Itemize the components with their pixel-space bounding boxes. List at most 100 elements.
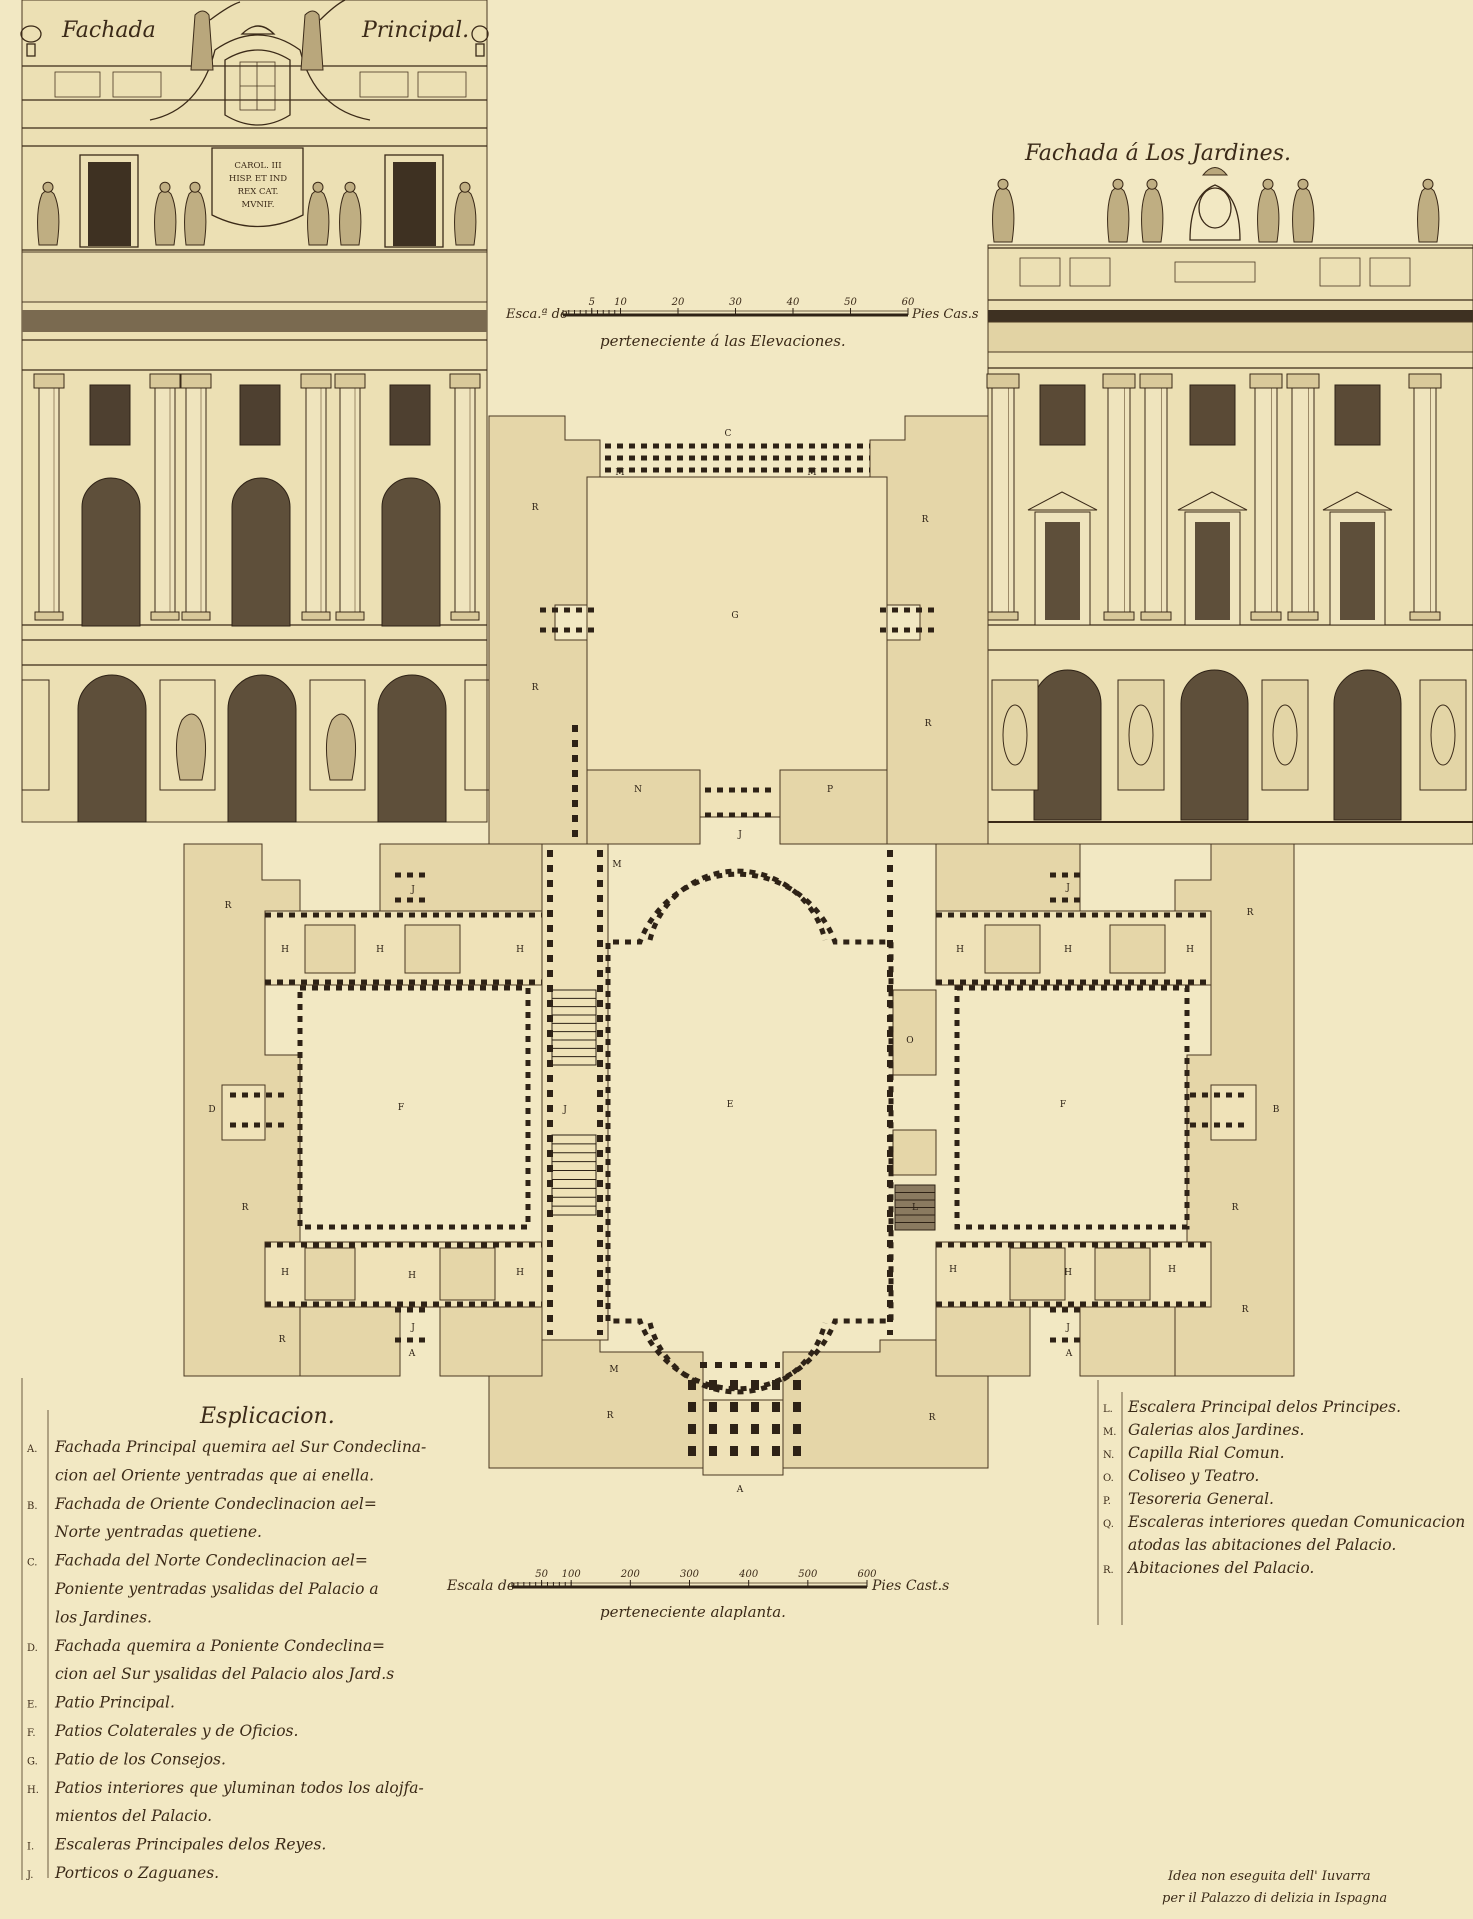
niche-statue: [176, 713, 206, 781]
pier: [709, 1446, 717, 1456]
legend-letter: B.: [27, 1501, 38, 1512]
plan-label: H: [516, 945, 524, 955]
plan-label: D: [208, 1105, 215, 1115]
legend-text: los Jardines.: [55, 1608, 152, 1626]
legend-text: Capilla Rial Comun.: [1128, 1444, 1285, 1462]
pier: [772, 1380, 780, 1390]
statue: [154, 190, 177, 246]
plan-label: M: [615, 468, 624, 478]
arched-opening: [377, 674, 447, 823]
plan-label: F: [1060, 1100, 1066, 1110]
window: [1340, 522, 1375, 620]
floor-plan: G E F F N P O L A A A R R R R R R R R R …: [183, 415, 1295, 1495]
statue-head: [1422, 178, 1434, 190]
staircase-icon: [894, 1184, 936, 1231]
plan-label: R: [532, 503, 539, 513]
relief-panel: [1117, 679, 1165, 791]
trophy-relief: [1002, 704, 1028, 766]
legend-letter: M.: [1103, 1427, 1116, 1438]
legend-letter: C.: [27, 1558, 37, 1569]
scale-tick-label: 10: [614, 297, 627, 308]
plan-label: M: [609, 1365, 618, 1375]
angel-statue: [190, 1, 241, 71]
window: [1189, 384, 1236, 446]
relief-panel: [21, 679, 50, 791]
arched-opening: [381, 477, 441, 627]
legend-text: Porticos o Zaguanes.: [54, 1864, 219, 1882]
column-base: [450, 611, 480, 621]
column-capital: [33, 373, 65, 389]
pier: [751, 1380, 759, 1390]
column: [454, 387, 476, 613]
relief-panel: [309, 679, 366, 791]
legend-text: Galerias alos Jardines.: [1128, 1421, 1304, 1439]
legend-text: Fachada de Oriente Condeclinacion ael=: [54, 1495, 377, 1513]
statue: [1257, 187, 1280, 243]
legend-letter: E.: [27, 1700, 37, 1711]
plan-label: H: [281, 1268, 289, 1278]
plan-label: H: [1168, 1265, 1176, 1275]
statue: [307, 190, 330, 246]
column-base: [181, 611, 211, 621]
column: [305, 387, 327, 613]
column: [339, 387, 361, 613]
scale-tick-label: 20: [671, 297, 685, 308]
legend-text: Poniente yentradas ysalidas del Palacio …: [54, 1580, 379, 1598]
statue: [339, 190, 362, 246]
statue: [454, 190, 477, 246]
column-base: [34, 611, 64, 621]
window: [89, 384, 131, 446]
treasury-block: [779, 769, 888, 845]
pier: [688, 1424, 696, 1434]
plan-scale-unit: Pies Cast.s: [871, 1578, 949, 1594]
window-pediment: [1027, 491, 1098, 511]
legend-text: Escalera Principal delos Principes.: [1127, 1398, 1401, 1416]
legend-text: Norte yentradas quetiene.: [54, 1523, 262, 1541]
scale-tick-label: 400: [738, 1569, 759, 1580]
trophy-relief: [1430, 704, 1456, 766]
niche-statue: [326, 713, 356, 781]
scale-tick-label: 50: [535, 1569, 548, 1580]
legend-left: Esplicacion. A.Fachada Principal quemira…: [21, 1378, 426, 1882]
column: [154, 387, 176, 613]
angel-statue: [300, 0, 346, 71]
plan-scale-caption: perteneciente alaplanta.: [600, 1603, 786, 1621]
plan-label: H: [516, 1268, 524, 1278]
column-capital: [1102, 373, 1136, 389]
arched-opening: [1033, 669, 1102, 821]
statue-head: [159, 181, 171, 193]
principal-title-right: Principal.: [361, 18, 469, 43]
column-capital: [149, 373, 181, 389]
column: [185, 387, 207, 613]
inscription-line: HISP. ET IND: [229, 174, 287, 184]
plan-label: N: [634, 785, 642, 795]
chapel-block: [586, 769, 701, 845]
column-capital: [180, 373, 212, 389]
urn-icon: [20, 25, 42, 57]
column-capital: [334, 373, 366, 389]
legend-text: Abitaciones del Palacio.: [1126, 1559, 1314, 1577]
pier: [772, 1424, 780, 1434]
pier: [730, 1424, 738, 1434]
arched-opening: [1180, 669, 1249, 821]
plan-label: H: [1186, 945, 1194, 955]
legend-letter: F.: [27, 1728, 36, 1739]
plan-label: H: [1064, 1268, 1072, 1278]
column-base: [1103, 611, 1135, 621]
scale-tick-label: 300: [680, 1569, 700, 1580]
legend-text: Escaleras interiores quedan Comunicacion: [1127, 1513, 1465, 1531]
legend-letter: L.: [1103, 1404, 1113, 1415]
trophy-relief: [1272, 704, 1298, 766]
plan-label: L: [912, 1203, 918, 1213]
elevation-scale-caption: perteneciente á las Elevaciones.: [600, 332, 846, 350]
column-base: [1409, 611, 1441, 621]
scale-tick-label: 600: [857, 1569, 877, 1580]
arched-opening: [227, 674, 297, 823]
pier: [688, 1380, 696, 1390]
plan-label: M: [612, 860, 621, 870]
pier: [793, 1402, 801, 1412]
pier: [688, 1446, 696, 1456]
plan-label: R: [922, 515, 929, 525]
